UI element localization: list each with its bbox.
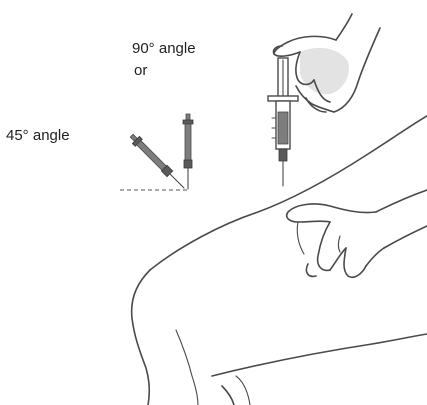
angle-diagram: [120, 114, 193, 192]
hand-holding-syringe: [268, 14, 380, 186]
syringe-45-degree-icon: [128, 132, 187, 191]
syringe-held-icon: [268, 58, 298, 186]
syringe-90-degree-icon: [183, 114, 193, 189]
hand-pinching-skin: [287, 190, 427, 277]
hand-shading: [300, 48, 349, 94]
